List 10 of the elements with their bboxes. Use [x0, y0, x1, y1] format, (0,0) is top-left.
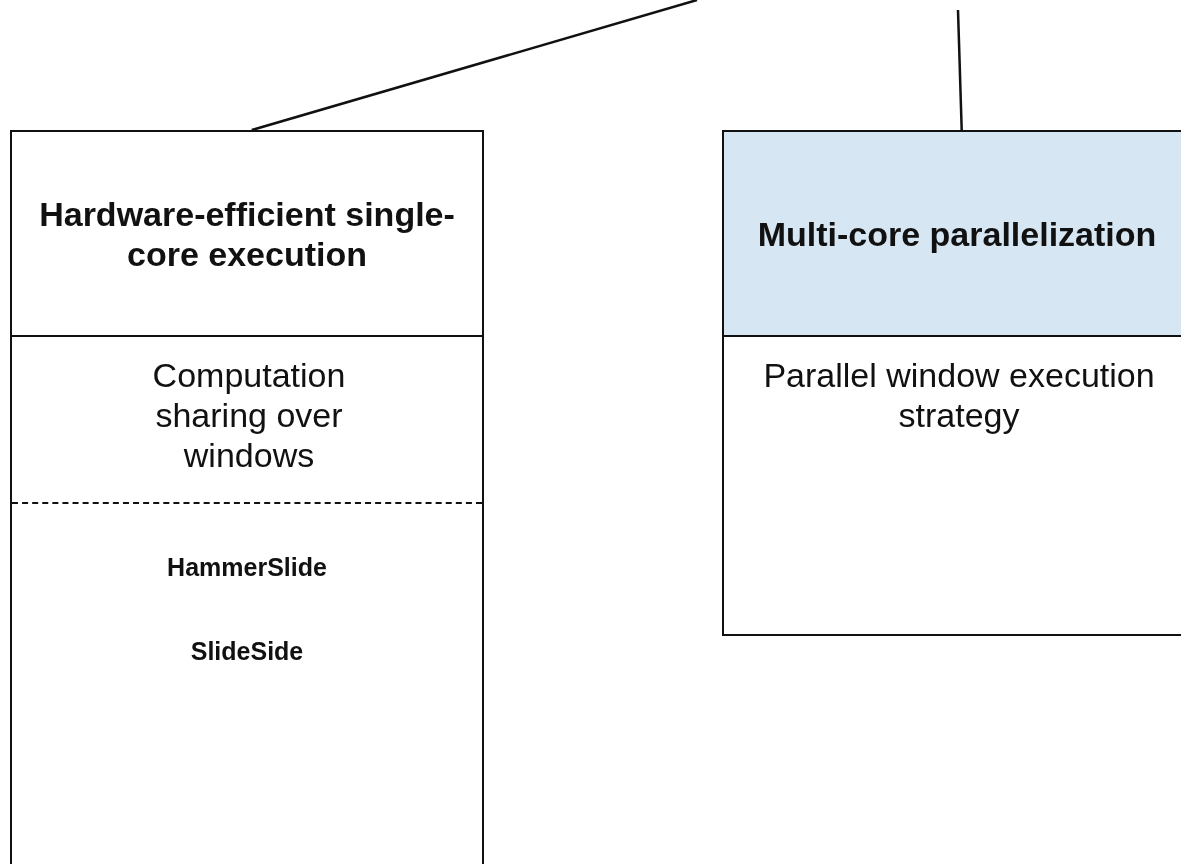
- connector-line: [956, 9, 963, 131]
- box-text: Computation sharing over windows: [151, 355, 347, 475]
- list-item: HammerSlide: [166, 552, 328, 582]
- box-text: Parallel window execution strategy: [762, 355, 1156, 435]
- compartment-box: [10, 130, 484, 864]
- box-heading: Hardware-efficient single-core execution: [38, 193, 456, 274]
- compartment-box: [722, 130, 1181, 636]
- connector-line: [251, 0, 698, 132]
- list-item: SlideSide: [189, 636, 305, 666]
- box-heading: Multi-core parallelization: [757, 213, 1157, 254]
